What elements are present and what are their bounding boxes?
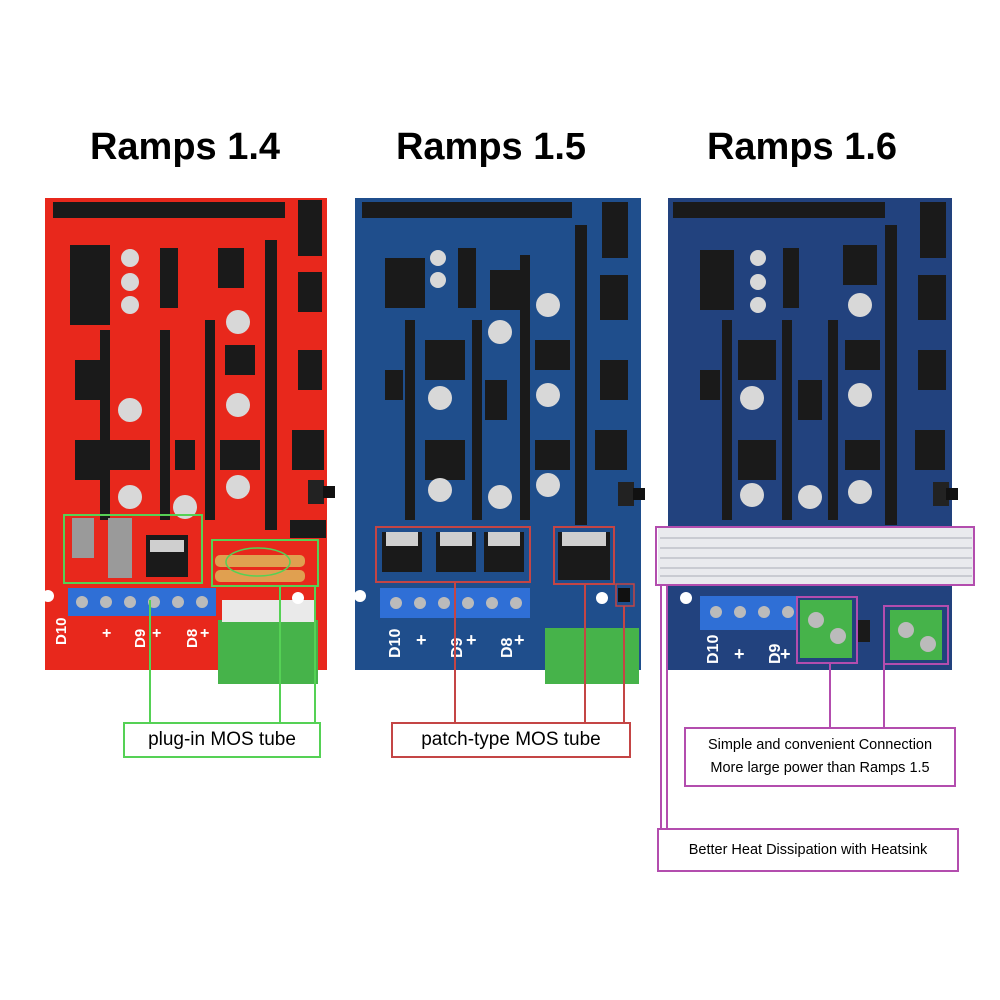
- callout-leaders: [149, 582, 885, 828]
- callout-connection-line1: Simple and convenient Connection: [707, 737, 933, 753]
- board-ramps-14: D10 + D9 + D8 +: [42, 198, 335, 684]
- title-ramps-16: Ramps 1.6: [706, 126, 898, 168]
- svg-text:+: +: [514, 630, 525, 650]
- svg-text:+: +: [102, 625, 111, 642]
- svg-text:D10: D10: [53, 617, 70, 645]
- svg-text:D9: D9: [132, 629, 149, 648]
- callout-patch-mos: patch-type MOS tube: [391, 722, 631, 758]
- callout-connection-line2: More large power than Ramps 1.5: [710, 760, 930, 776]
- svg-text:+: +: [780, 644, 791, 664]
- svg-text:+: +: [152, 625, 161, 642]
- board-ramps-15: D10 + D9 + D8 +: [354, 198, 645, 684]
- svg-text:+: +: [416, 630, 427, 650]
- svg-text:+: +: [200, 625, 209, 642]
- svg-text:+: +: [466, 630, 477, 650]
- callout-connection: Simple and convenient Connection More la…: [684, 727, 956, 787]
- svg-text:D8: D8: [184, 629, 201, 648]
- svg-text:D10: D10: [387, 629, 404, 658]
- svg-text:D9: D9: [449, 637, 466, 658]
- title-ramps-15: Ramps 1.5: [395, 126, 587, 168]
- callout-heatsink: Better Heat Dissipation with Heatsink: [657, 828, 959, 872]
- title-ramps-14: Ramps 1.4: [89, 126, 281, 168]
- callout-plug-in-mos: plug-in MOS tube: [123, 722, 321, 758]
- svg-text:D9: D9: [767, 643, 784, 664]
- svg-text:D8: D8: [499, 637, 516, 658]
- svg-text:+: +: [734, 644, 745, 664]
- svg-text:D10: D10: [705, 635, 722, 664]
- board-ramps-16: D10 + D9 +: [655, 198, 975, 670]
